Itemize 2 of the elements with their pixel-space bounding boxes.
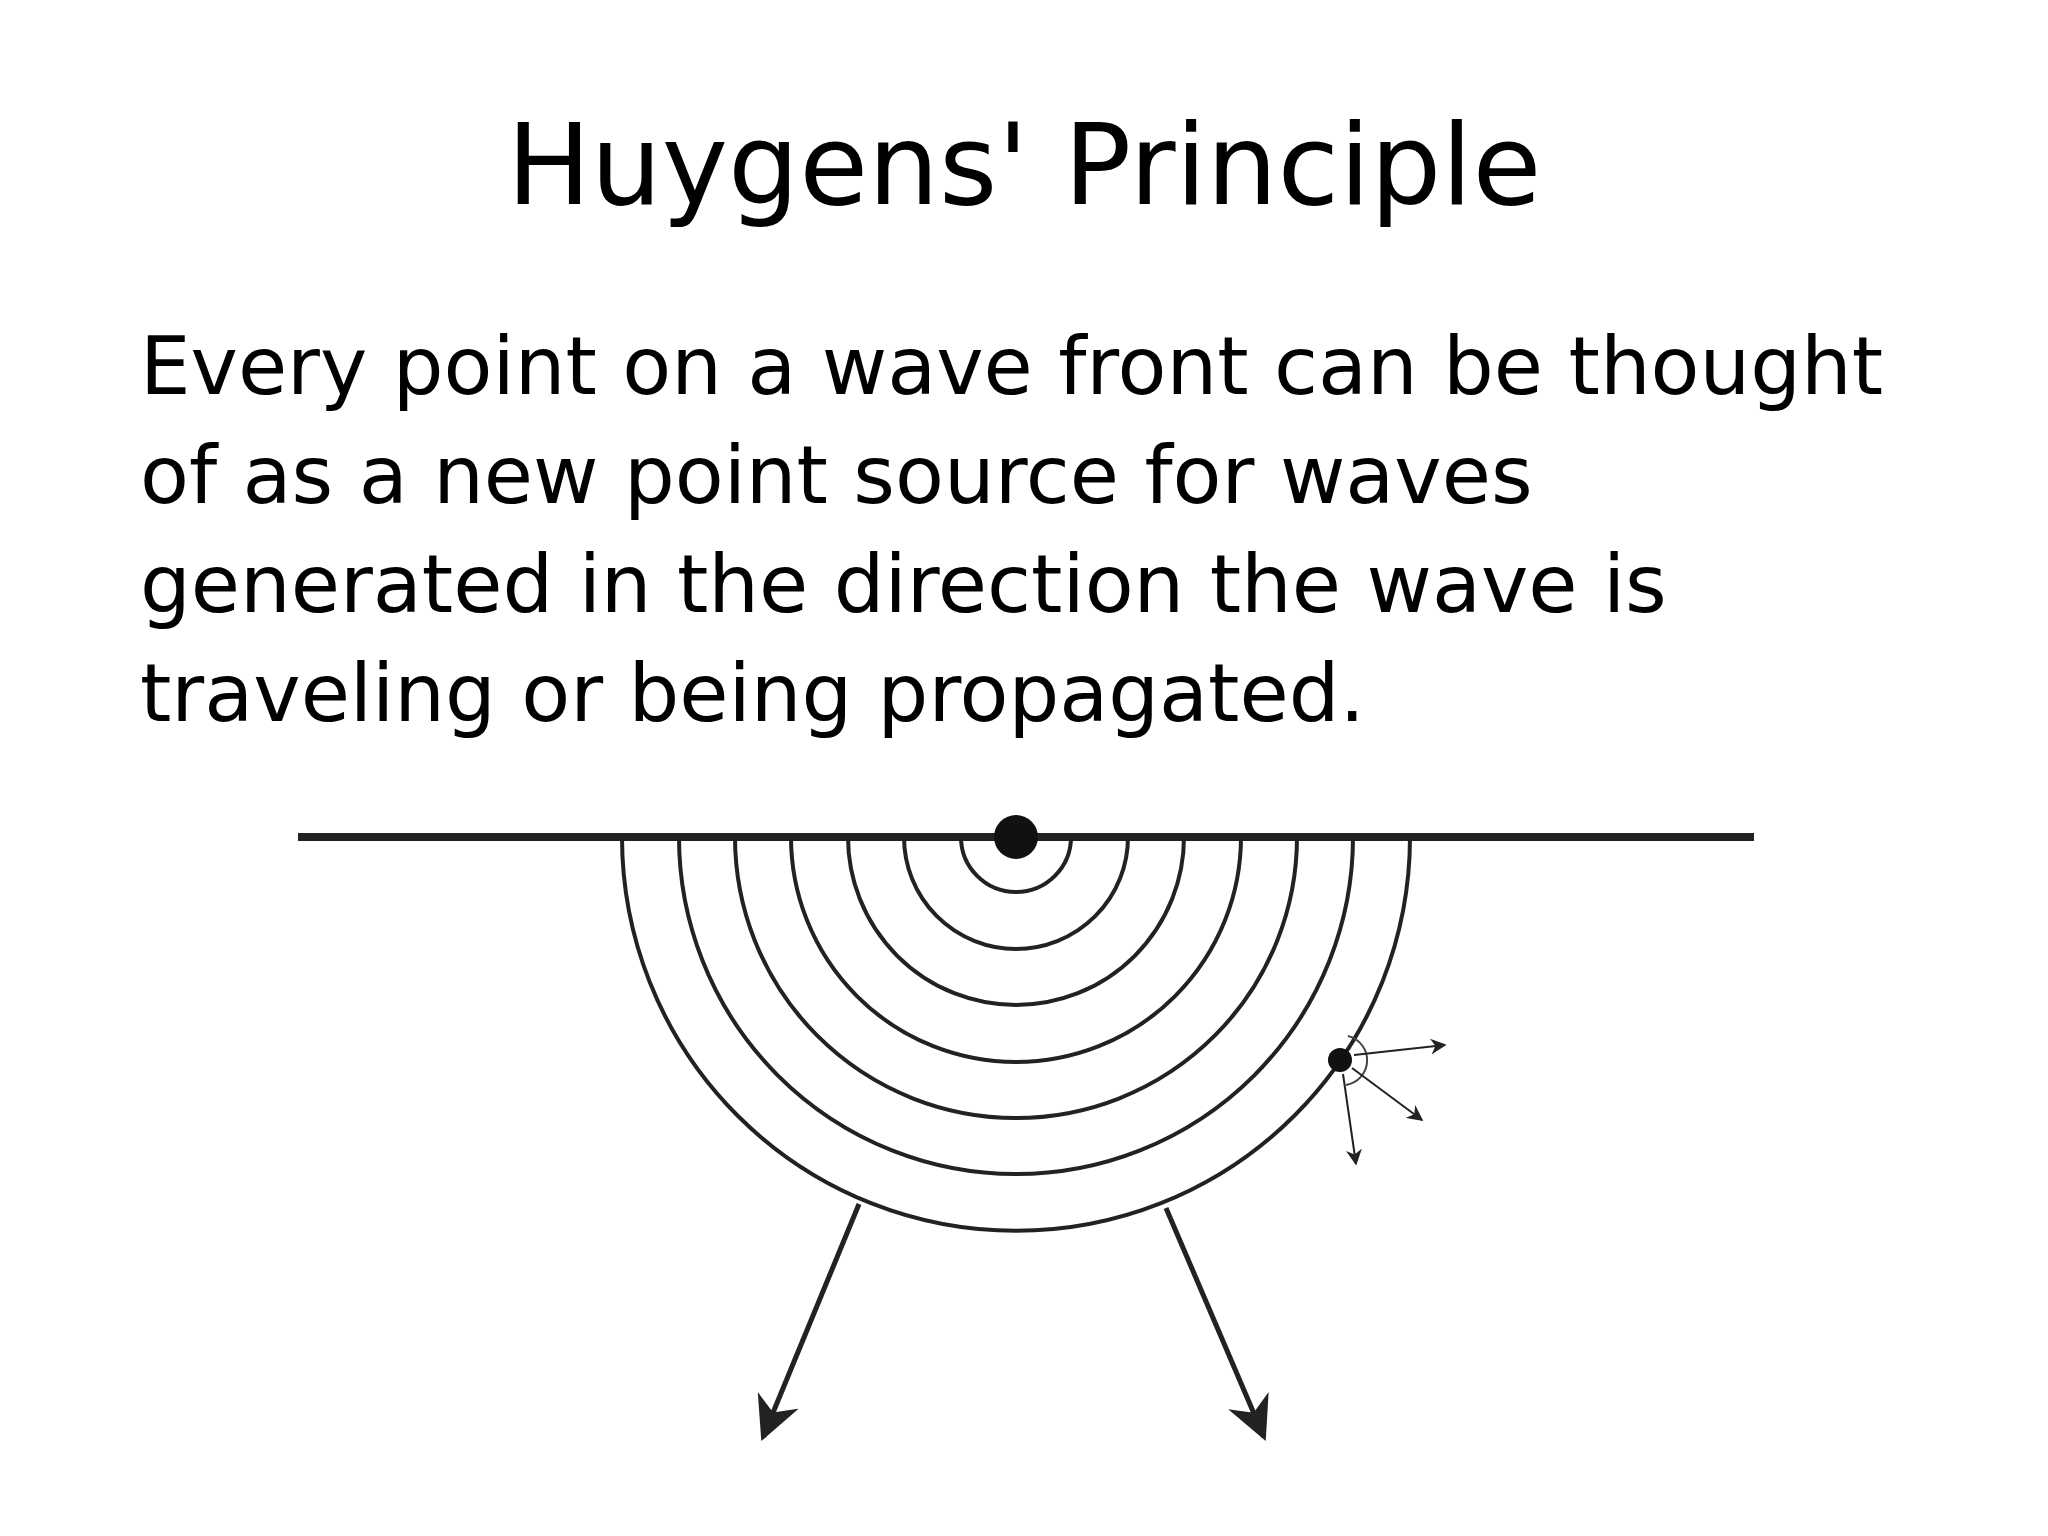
description-paragraph: Every point on a wave front can be thought of as a new point source for waves generated in the direction the wave is traveling or being propagated. — [140, 319, 1885, 742]
title: Huygens' Principle — [505, 100, 1543, 230]
